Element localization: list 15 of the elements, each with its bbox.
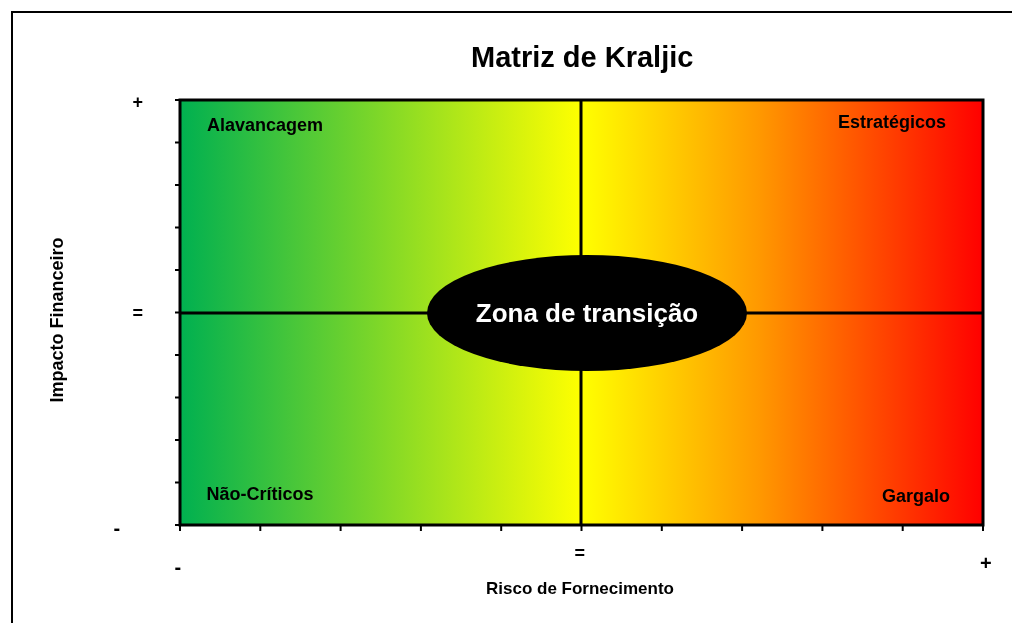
axis-title: Impacto Financeiro	[47, 237, 65, 403]
axis-mark: =	[132, 304, 143, 322]
quadrant-label: Alavancagem	[207, 116, 324, 134]
axis-mark: -	[113, 518, 121, 538]
quadrant-label: Gargalo	[882, 487, 951, 505]
axis-mark: =	[574, 544, 585, 562]
axis-mark: +	[132, 93, 143, 111]
quadrant-label: Não-Críticos	[206, 485, 314, 503]
zone-label: Zona de transição	[475, 297, 699, 329]
axis-title: Risco de Fornecimento	[486, 579, 674, 597]
axis-mark: -	[174, 557, 182, 577]
quadrant-label: Estratégicos	[838, 113, 947, 131]
transition-ellipse	[427, 255, 747, 371]
chart-title: Matriz de Kraljic	[471, 42, 694, 72]
axis-mark: +	[980, 553, 992, 573]
